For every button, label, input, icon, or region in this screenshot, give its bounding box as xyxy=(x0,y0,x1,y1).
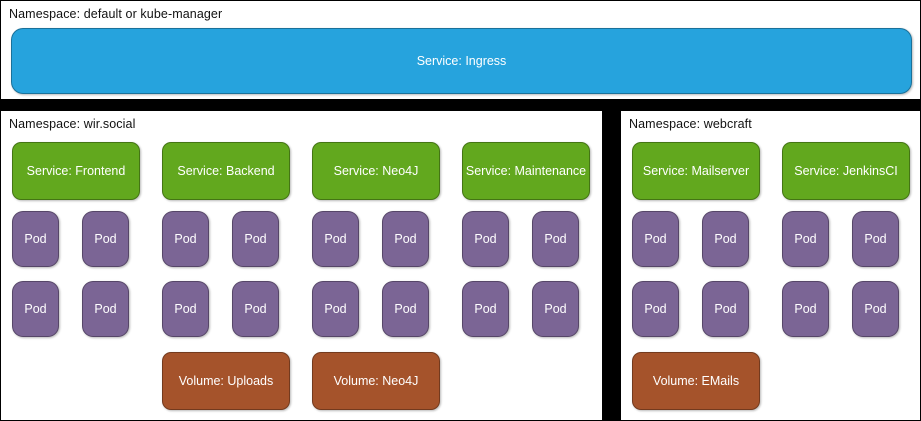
pod-node[interactable]: Pod xyxy=(162,211,209,267)
service-node-service-neo4j[interactable]: Service: Neo4J xyxy=(312,142,440,200)
service-node-service-backend[interactable]: Service: Backend xyxy=(162,142,290,200)
service-node-service-frontend[interactable]: Service: Frontend xyxy=(12,142,140,200)
pod-node[interactable]: Pod xyxy=(532,211,579,267)
namespace-label-wir-social: Namespace: wir.social xyxy=(9,117,136,131)
pod-node[interactable]: Pod xyxy=(312,211,359,267)
pod-node[interactable]: Pod xyxy=(702,211,749,267)
volume-node-volume-neo4j[interactable]: Volume: Neo4J xyxy=(312,352,440,410)
pod-node[interactable]: Pod xyxy=(312,281,359,337)
pod-node[interactable]: Pod xyxy=(462,211,509,267)
pod-node[interactable]: Pod xyxy=(232,281,279,337)
pod-node[interactable]: Pod xyxy=(382,211,429,267)
pod-node[interactable]: Pod xyxy=(82,281,129,337)
pod-node[interactable]: Pod xyxy=(532,281,579,337)
service-node-service-maintenance[interactable]: Service: Maintenance xyxy=(462,142,590,200)
pod-node[interactable]: Pod xyxy=(462,281,509,337)
namespace-label-webcraft: Namespace: webcraft xyxy=(629,117,752,131)
service-node-service-mailserver[interactable]: Service: Mailserver xyxy=(632,142,760,200)
pod-node[interactable]: Pod xyxy=(632,211,679,267)
pod-node[interactable]: Pod xyxy=(852,281,899,337)
pod-node[interactable]: Pod xyxy=(12,281,59,337)
pod-node[interactable]: Pod xyxy=(852,211,899,267)
namespace-label-default: Namespace: default or kube-manager xyxy=(9,7,223,21)
pod-node[interactable]: Pod xyxy=(782,211,829,267)
service-ingress-node[interactable]: Service: Ingress xyxy=(11,28,912,94)
volume-node-volume-emails[interactable]: Volume: EMails xyxy=(632,352,760,410)
pod-node[interactable]: Pod xyxy=(782,281,829,337)
pod-node[interactable]: Pod xyxy=(162,281,209,337)
pod-node[interactable]: Pod xyxy=(232,211,279,267)
pod-node[interactable]: Pod xyxy=(702,281,749,337)
pod-node[interactable]: Pod xyxy=(382,281,429,337)
volume-node-volume-uploads[interactable]: Volume: Uploads xyxy=(162,352,290,410)
namespace-panel-default: Namespace: default or kube-manager Servi… xyxy=(0,0,921,100)
pod-node[interactable]: Pod xyxy=(82,211,129,267)
pod-node[interactable]: Pod xyxy=(12,211,59,267)
pod-node[interactable]: Pod xyxy=(632,281,679,337)
service-node-service-jenkinsci[interactable]: Service: JenkinsCI xyxy=(782,142,910,200)
